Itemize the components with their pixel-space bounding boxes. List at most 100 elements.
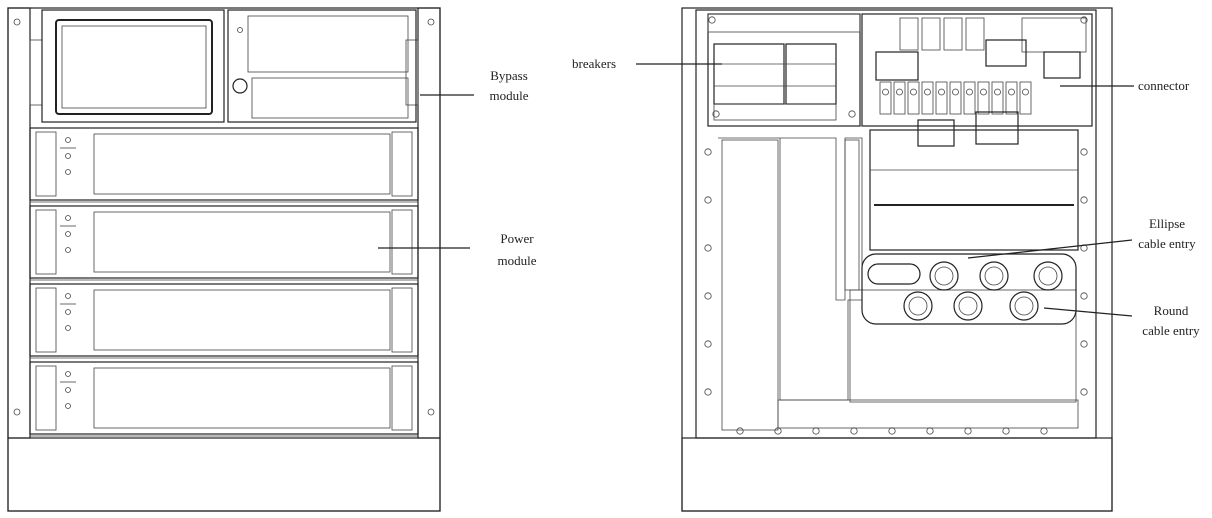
power-module-handle — [391, 287, 413, 353]
ellipse-cable-entry — [867, 263, 921, 285]
power-module-handle — [35, 131, 57, 197]
power-module-indicator — [65, 293, 71, 299]
connector-terminal-screw — [910, 88, 917, 96]
bypass-module-cover — [247, 15, 409, 73]
rear-vent-right — [849, 289, 1077, 403]
connector-terminal — [1005, 81, 1018, 115]
bypass-module-vent — [251, 77, 409, 119]
round-cable-entry — [979, 261, 1009, 291]
ellipse-label-line2: cable entry — [1138, 236, 1196, 251]
rear-screw — [712, 110, 720, 118]
round-cable-entry-inner — [1014, 296, 1034, 316]
rear-screw — [1080, 292, 1088, 300]
rear-screw — [708, 16, 716, 24]
front-right-handle — [405, 39, 419, 106]
rear-screw — [704, 196, 712, 204]
bypass-module — [227, 9, 417, 123]
power-module-indicator — [65, 153, 71, 159]
power-module-indicator — [65, 137, 71, 143]
rear-screw — [704, 292, 712, 300]
breakers-label: breakers — [572, 56, 616, 71]
power-module-handle — [391, 365, 413, 431]
rear-screw — [1040, 427, 1048, 435]
rear-screw — [736, 427, 744, 435]
round-cable-entry — [953, 291, 983, 321]
rear-screw — [704, 340, 712, 348]
lcd-display-inner — [61, 25, 207, 109]
bypass-module-knob — [232, 78, 248, 94]
power-module-indicator — [65, 371, 71, 377]
round-cable-entry — [1009, 291, 1039, 321]
rear-screw — [888, 427, 896, 435]
ellipse-label-line1: Ellipse — [1149, 216, 1185, 231]
cable-cover-panel — [869, 129, 1079, 251]
breaker-pole — [921, 17, 941, 51]
rear-screw — [848, 110, 856, 118]
rear-screw — [850, 427, 858, 435]
round-cable-entry — [929, 261, 959, 291]
connector-terminal-screw — [1008, 88, 1015, 96]
rear-screw — [964, 427, 972, 435]
breaker-unit — [713, 43, 785, 105]
copper-bar — [1043, 51, 1081, 79]
rear-screw — [1080, 340, 1088, 348]
power-module-handle — [35, 209, 57, 275]
power-module — [29, 361, 419, 435]
rear-plinth — [681, 437, 1113, 512]
connector-terminal — [949, 81, 962, 115]
rear-screw — [926, 427, 934, 435]
rear-vent-outline — [718, 137, 863, 401]
connector-terminal-screw — [994, 88, 1001, 96]
power-module-indicator — [65, 231, 71, 237]
cable-entry-plate — [861, 253, 1077, 325]
connector-terminal — [921, 81, 934, 115]
power-module-vent — [93, 367, 391, 429]
bypass-screw — [237, 27, 243, 33]
front-screw — [13, 408, 21, 416]
power-module-vent — [93, 133, 391, 195]
copper-bar — [917, 119, 955, 147]
round-cable-entries — [903, 261, 1063, 321]
power-module-indicator — [65, 169, 71, 175]
rear-screw — [704, 388, 712, 396]
power-module-vent — [93, 289, 391, 351]
power-module-indicator — [65, 387, 71, 393]
front-screw — [13, 18, 21, 26]
front-screw — [427, 408, 435, 416]
front-left-handle — [29, 39, 43, 106]
rear-screw — [774, 427, 782, 435]
rear-panel — [695, 9, 1097, 439]
connector-terminal-screw — [966, 88, 973, 96]
power-module-handle — [35, 365, 57, 431]
power-module-indicator — [65, 309, 71, 315]
rear-screws — [704, 16, 1088, 435]
power-module-indicator — [65, 215, 71, 221]
round-cable-entry-inner — [984, 266, 1004, 286]
round-label-line2: cable entry — [1142, 323, 1200, 338]
connector-vent — [1021, 17, 1087, 53]
front-right-rail — [417, 7, 441, 439]
round-label-line1: Round — [1154, 303, 1189, 318]
connector-terminal — [907, 81, 920, 115]
breaker-pole — [899, 17, 919, 51]
breaker-unit — [785, 43, 837, 105]
ellipse-leader-line — [967, 239, 1133, 259]
connector-terminal-screw — [952, 88, 959, 96]
power-module-handle — [391, 131, 413, 197]
rear-view-cabinet — [681, 7, 1113, 512]
rear-screw — [1080, 388, 1088, 396]
round-leader-line — [1043, 307, 1133, 317]
breaker-pole — [943, 17, 963, 51]
front-screw — [427, 18, 435, 26]
breaker-pole — [965, 17, 985, 51]
connector-terminal — [935, 81, 948, 115]
connector-terminal — [893, 81, 906, 115]
copper-bar — [985, 39, 1027, 67]
connector-terminal-screw — [980, 88, 987, 96]
connector-terminal — [1019, 81, 1032, 115]
rear-screw — [1080, 16, 1088, 24]
connector-terminal-screw — [924, 88, 931, 96]
power-module-handle — [35, 287, 57, 353]
